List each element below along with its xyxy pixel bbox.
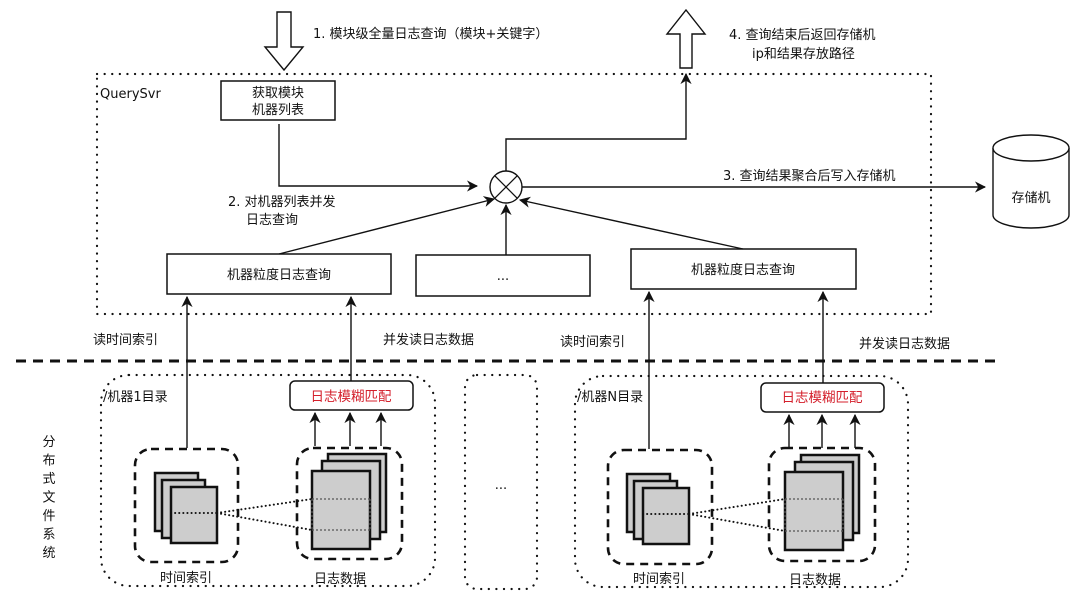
middle-machines-container	[463, 373, 539, 591]
machineN-index-to-data-mapping-bottom	[688, 513, 786, 532]
machine-query-box-left: 机器粒度日志查询	[166, 253, 392, 295]
dfs-label-char: 系	[42, 528, 55, 543]
step4-up-arrow-icon	[665, 8, 707, 69]
machine-query-box-right: 机器粒度日志查询	[630, 248, 857, 290]
machine1-time-index-group	[133, 447, 240, 564]
machine1-time-index-label: 时间索引	[160, 571, 212, 586]
machine1-fuzzy-match-box: 日志模糊匹配	[289, 380, 414, 411]
querysvr-container	[95, 72, 933, 316]
machineN-fuzzy-match-box: 日志模糊匹配	[760, 382, 885, 413]
storage-label: 存储机	[1011, 191, 1050, 206]
get-machine-list-line1: 获取模块	[252, 86, 304, 101]
read-time-index-left: 读时间索引	[93, 333, 158, 348]
machine-query-box-middle: ...	[415, 254, 591, 297]
storage-cylinder-icon	[992, 134, 1070, 229]
edge-aggregator-to-return	[505, 72, 692, 171]
machine1-index-to-data-mapping-top	[216, 498, 313, 514]
step3-label: 3. 查询结果聚合后写入存储机	[723, 169, 896, 184]
machineN-time-index-label: 时间索引	[633, 572, 685, 587]
machine1-dir-container	[99, 373, 437, 588]
machineN-index-to-data-mapping-top	[688, 498, 786, 515]
machine-query-middle-label: ...	[497, 269, 509, 284]
step2-label-line2: 日志查询	[246, 213, 298, 228]
edge-machines-to-aggregator	[278, 124, 479, 192]
machineN-log-data-group	[767, 446, 877, 563]
machine1-index-to-data-mapping-bottom	[216, 512, 313, 531]
machineN-log-data-pages-icon	[783, 453, 861, 552]
step2-label-line1: 2. 对机器列表并发	[228, 194, 336, 210]
aggregator-icon	[489, 170, 523, 204]
get-machine-list-box: 获取模块 机器列表	[220, 80, 336, 121]
dfs-label-char: 件	[42, 509, 55, 524]
dfs-label-char: 文	[42, 491, 55, 506]
edge-right-query-to-aggregator	[518, 196, 744, 250]
machine1-log-data-pages-icon	[310, 452, 388, 551]
machine1-fuzzy-match-label: 日志模糊匹配	[311, 389, 392, 405]
machineN-time-index-pages-icon	[625, 472, 691, 546]
machineN-fuzzy-match-label: 日志模糊匹配	[782, 390, 863, 406]
machineN-dir-label: /机器N目录	[577, 390, 643, 405]
machine-query-right-label: 机器粒度日志查询	[691, 262, 795, 278]
machine1-log-data-group	[295, 446, 404, 561]
machine1-log-data-label: 日志数据	[314, 572, 366, 587]
machineN-time-index-group	[606, 448, 714, 566]
dfs-label-char: 式	[42, 472, 55, 487]
read-time-index-right: 读时间索引	[560, 335, 625, 350]
dfs-label-char: 统	[42, 546, 55, 561]
dfs-label-char: 布	[42, 454, 55, 469]
read-log-data-right: 并发读日志数据	[859, 336, 950, 352]
step1-down-arrow-icon	[263, 11, 305, 72]
read-log-data-left: 并发读日志数据	[383, 332, 474, 348]
machine1-time-index-pages-icon	[153, 471, 219, 545]
middle-machines-ellipsis: ...	[495, 478, 507, 493]
machine1-dir-label: /机器1目录	[103, 390, 168, 405]
machine-query-left-label: 机器粒度日志查询	[227, 267, 331, 283]
edge-left-query-to-aggregator	[278, 196, 496, 255]
step4-label-line2: ip和结果存放路径	[752, 46, 855, 62]
querysvr-label: QuerySvr	[100, 87, 161, 102]
dfs-label-char: 分	[42, 435, 55, 450]
step1-label: 1. 模块级全量日志查询（模块+关键字）	[313, 26, 548, 42]
step4-label-line1: 4. 查询结束后返回存储机	[729, 28, 876, 43]
machineN-log-data-label: 日志数据	[789, 573, 841, 588]
get-machine-list-line2: 机器列表	[252, 103, 304, 118]
